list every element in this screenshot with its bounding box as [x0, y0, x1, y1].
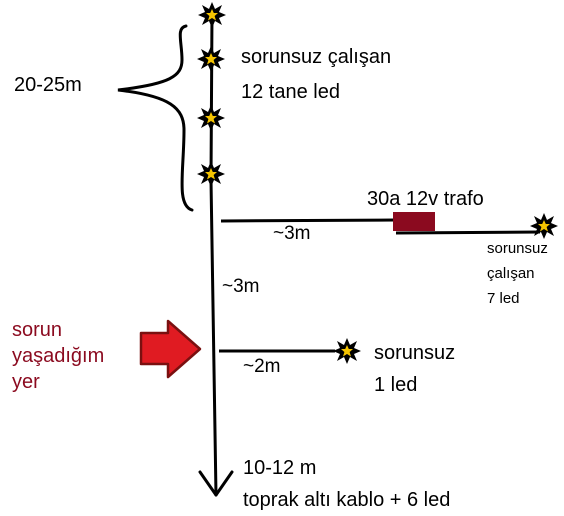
main-segment-length-label: ~3m [222, 276, 260, 297]
span-length-label: 20-25m [14, 74, 82, 96]
branch2-length-label: ~2m [243, 356, 281, 377]
branch2-status-line2: 1 led [374, 374, 418, 396]
branch1-status-line2: çalışan [487, 265, 535, 282]
top-leds-status-line1: sorunsuz çalışan [241, 46, 392, 68]
led-icon-top-1 [198, 2, 226, 28]
bottom-description-label: toprak altı kablo + 6 led [243, 489, 451, 511]
transformer-box [393, 212, 435, 231]
led-icon-top-4 [197, 161, 225, 187]
transformer-label: 30a 12v trafo [367, 188, 484, 210]
branch1-output-cable [395, 230, 541, 235]
led-icon-top-2 [197, 46, 225, 72]
problem-line2: yaşadığım [12, 345, 105, 367]
branch1-length-label: ~3m [273, 223, 311, 244]
problem-arrow-icon [139, 319, 202, 379]
led-icon-branch2 [333, 338, 361, 364]
top-leds-status-line2: 12 tane led [241, 81, 340, 103]
led-icon-top-3 [197, 105, 225, 131]
branch1-status-line1: sorunsuz [487, 240, 548, 257]
branch1-status-line3: 7 led [487, 290, 520, 307]
main-cable [209, 10, 218, 497]
bottom-length-label: 10-12 m [243, 457, 317, 479]
led-icon-branch1 [530, 213, 558, 239]
span-brace [117, 24, 194, 212]
problem-line3: yer [12, 371, 40, 393]
main-cable-arrowhead [198, 470, 234, 497]
problem-location-label: sorun yaşadığım yer [12, 317, 104, 395]
branch1-cable [220, 218, 396, 223]
branch2-status-line1: sorunsuz [374, 342, 456, 364]
problem-line1: sorun [12, 319, 63, 341]
